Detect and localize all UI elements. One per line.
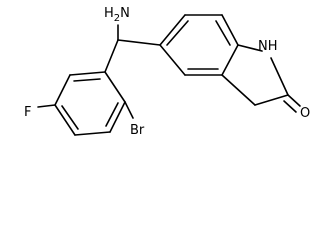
- left-ring-double-3: [105, 102, 119, 127]
- bond-nh-carbonyl: [270, 57, 289, 96]
- bond-ch-right-ring: [117, 39, 161, 46]
- left-ring-double-2: [61, 105, 79, 130]
- right-ring-bond-4: [221, 44, 239, 76]
- right-ring-bond-3: [221, 14, 239, 46]
- right-ring-bond-6: [159, 44, 186, 76]
- label-nh2: H2N: [104, 6, 130, 24]
- bond-ch-left-ring: [104, 39, 119, 73]
- bond-ring-nh: [237, 44, 263, 52]
- label-br: Br: [130, 123, 145, 138]
- right-ring-double-1: [166, 20, 189, 46]
- bond-ch2-ring: [221, 74, 256, 106]
- left-ring-bond-6: [104, 71, 126, 103]
- left-ring-double-1: [73, 78, 101, 82]
- bond-ring-f: [37, 104, 56, 108]
- molecule-structure: H2N F Br NH O: [24, 6, 310, 138]
- bond-carbonyl-o: [287, 94, 301, 107]
- left-ring-bond-5: [109, 101, 126, 133]
- label-o: O: [300, 106, 310, 121]
- label-nh: NH: [258, 39, 278, 54]
- left-ring-bond-1: [69, 71, 106, 76]
- bond-carbonyl-o-double: [283, 100, 297, 113]
- right-ring-double-2: [215, 20, 231, 46]
- bond-ring-br: [124, 101, 134, 119]
- left-ring-bond-4: [74, 131, 111, 136]
- right-ring-bond-1: [159, 14, 186, 46]
- label-f: F: [24, 105, 31, 120]
- left-ring-bond-2: [54, 74, 71, 106]
- bond-carbonyl-ch2: [254, 94, 289, 106]
- left-ring-bond-3: [54, 104, 76, 136]
